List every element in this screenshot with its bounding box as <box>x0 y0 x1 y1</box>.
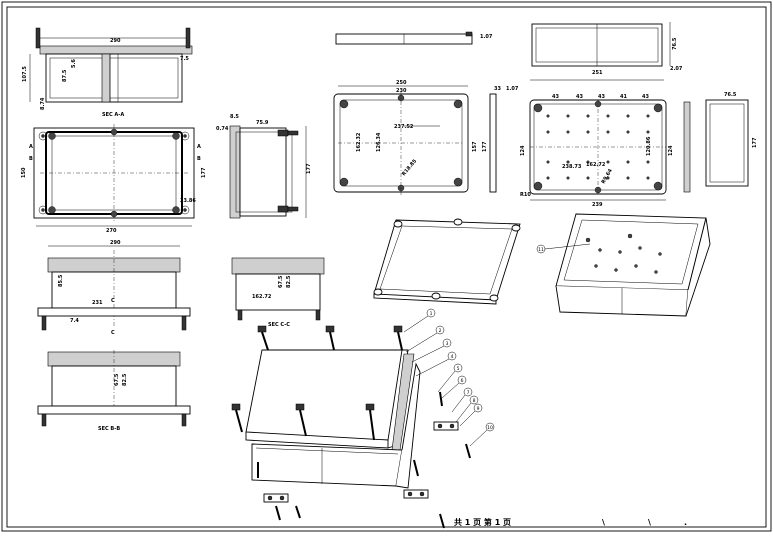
dim-row-1: 43 <box>576 94 583 100</box>
sheet-count: 共 1 页 第 1 页 <box>454 517 511 527</box>
view-section-cc: 162.72 67.5 82.5 SEC C-C <box>231 257 325 328</box>
dim-lid-edge-thickness: 1.07 <box>480 34 493 40</box>
dim-corner-plan: 23.86 <box>180 198 196 204</box>
assembly-balloons: 1 2 3 4 5 6 7 8 9 10 <box>403 308 495 447</box>
dim-right-width: 76.5 <box>724 92 737 98</box>
dim-small-1: 5.6 <box>71 59 77 68</box>
dim-base-mid2: 120.86 <box>646 136 652 156</box>
dim-base-h-left: 124 <box>520 145 526 156</box>
view-side: 0.74 75.9 8.5 177 <box>216 114 312 219</box>
dim-right-height: 177 <box>752 137 758 148</box>
marker-a-right: A <box>197 144 201 150</box>
balloon-7: 7 <box>467 390 470 396</box>
balloon-3: 3 <box>446 341 449 347</box>
view-top-right: 76.5 2.07 <box>531 22 683 72</box>
dim-base-outer: 251 <box>592 70 603 76</box>
dim-sec-c-width: 162.72 <box>252 294 272 300</box>
footer-mark-2: \ <box>648 518 651 527</box>
dim-height-left-plan: 150 <box>21 167 27 178</box>
dim-lid-h1: 162.32 <box>356 132 362 152</box>
inner-frame <box>6 6 767 528</box>
marker-b-right: B <box>197 156 201 162</box>
dim-base-h-right: 124 <box>668 145 674 156</box>
dim-side-top2: 75.9 <box>256 120 269 126</box>
marker-c-bottom: C <box>111 330 115 336</box>
dim-side-top: 0.74 <box>216 126 229 132</box>
dim-small-2: 8.74 <box>40 97 46 110</box>
dim-side-height: 177 <box>306 163 312 174</box>
marker-b-left: B <box>29 156 33 162</box>
lid-screws <box>231 325 419 478</box>
dim-depth-inner: 87.5 <box>62 69 68 82</box>
dim-sec-b-width: 290 <box>110 240 121 246</box>
dim-base-total: 239 <box>592 202 603 208</box>
dim-lid-h2: 126.34 <box>376 132 382 152</box>
dim-lid-h4: 177 <box>482 141 488 152</box>
dim-lid-h3: 157 <box>472 141 478 152</box>
dim-sec-bb-depth1: 67.5 <box>114 373 120 386</box>
dim-top-right-height: 76.5 <box>672 37 678 50</box>
view-section-bb: 67.5 82.5 SEC B-B <box>37 350 191 432</box>
dim-height-right-plan: 177 <box>201 167 207 178</box>
dim-row-4: 43 <box>642 94 649 100</box>
view-section-b: 290 85.5 231 7.4 C C <box>37 240 191 336</box>
dim-base-mid1: 162.72 <box>586 162 606 168</box>
dim-top-right-thickness: 2.07 <box>670 66 683 72</box>
base-hole-grid <box>546 114 650 180</box>
dim-base-bottom: 238.73 <box>562 164 582 170</box>
view-exploded-assembly: 1 2 3 4 5 6 7 8 9 10 <box>231 308 495 529</box>
balloon-9: 9 <box>477 406 480 412</box>
view-iso-base: 11 <box>536 213 711 317</box>
view-lid-edge: 1.07 <box>335 31 493 45</box>
dim-lid-mid: 237.52 <box>394 124 414 130</box>
dim-width-top: 290 <box>110 38 121 44</box>
dim-row-2: 43 <box>598 94 605 100</box>
view-section-aa: 290 107.5 87.5 5.6 8.74 7.5 SEC A-A <box>22 27 193 118</box>
balloon-8: 8 <box>473 398 476 404</box>
balloon-10: 10 <box>487 425 493 431</box>
dim-width-bottom-plan: 270 <box>106 228 117 234</box>
dim-row-3: 41 <box>620 94 627 100</box>
dim-sec-b-depth: 85.5 <box>58 274 64 287</box>
label-sec-bb: SEC B-B <box>98 426 120 432</box>
label-sec-cc: SEC C-C <box>268 322 290 328</box>
dim-base-corner-left: R10 <box>520 192 531 198</box>
view-lid-plan: 250 230 237.52 162.32 126.34 157 177 R18… <box>333 80 519 196</box>
dim-lid-slim2: 1.07 <box>506 86 519 92</box>
balloon-1: 1 <box>430 311 433 317</box>
mounting-brackets <box>263 391 471 529</box>
dim-lid-slim: 33 <box>494 86 501 92</box>
dim-height-left: 107.5 <box>22 66 28 82</box>
view-right-side: 76.5 177 <box>705 92 758 187</box>
dim-sec-c-depth2: 82.5 <box>286 275 292 288</box>
balloon-2: 2 <box>439 328 442 334</box>
dim-lid-outer: 250 <box>396 80 407 86</box>
footer-mark-3: . <box>684 518 687 527</box>
view-front-plan: A A B B 150 177 23.86 270 <box>21 124 207 234</box>
footer-mark-1: \ <box>602 518 605 527</box>
balloon-6: 6 <box>461 378 464 384</box>
view-iso-lid <box>373 218 521 305</box>
dim-small-3: 7.5 <box>180 56 189 62</box>
dim-sec-bb-depth2: 82.5 <box>122 373 128 386</box>
dim-side-top3: 8.5 <box>230 114 239 120</box>
dim-sec-c-depth1: 67.5 <box>278 275 284 288</box>
dim-sec-b-small: 7.4 <box>70 318 79 324</box>
dim-lid-inner: 230 <box>396 88 407 94</box>
title-block: 共 1 页 第 1 页 \ \ . <box>454 517 687 527</box>
marker-c-top: C <box>111 298 115 304</box>
marker-a-left: A <box>29 144 33 150</box>
dim-sec-b-inner: 231 <box>92 300 103 306</box>
label-sec-aa: SEC A-A <box>102 112 124 118</box>
dim-row-0: 43 <box>552 94 559 100</box>
balloon-5: 5 <box>457 366 460 372</box>
balloon-11: 11 <box>538 247 544 253</box>
view-base-plan: 251 43 43 43 41 43 124 162.72 120.86 124… <box>520 70 691 208</box>
balloon-4: 4 <box>451 354 454 360</box>
